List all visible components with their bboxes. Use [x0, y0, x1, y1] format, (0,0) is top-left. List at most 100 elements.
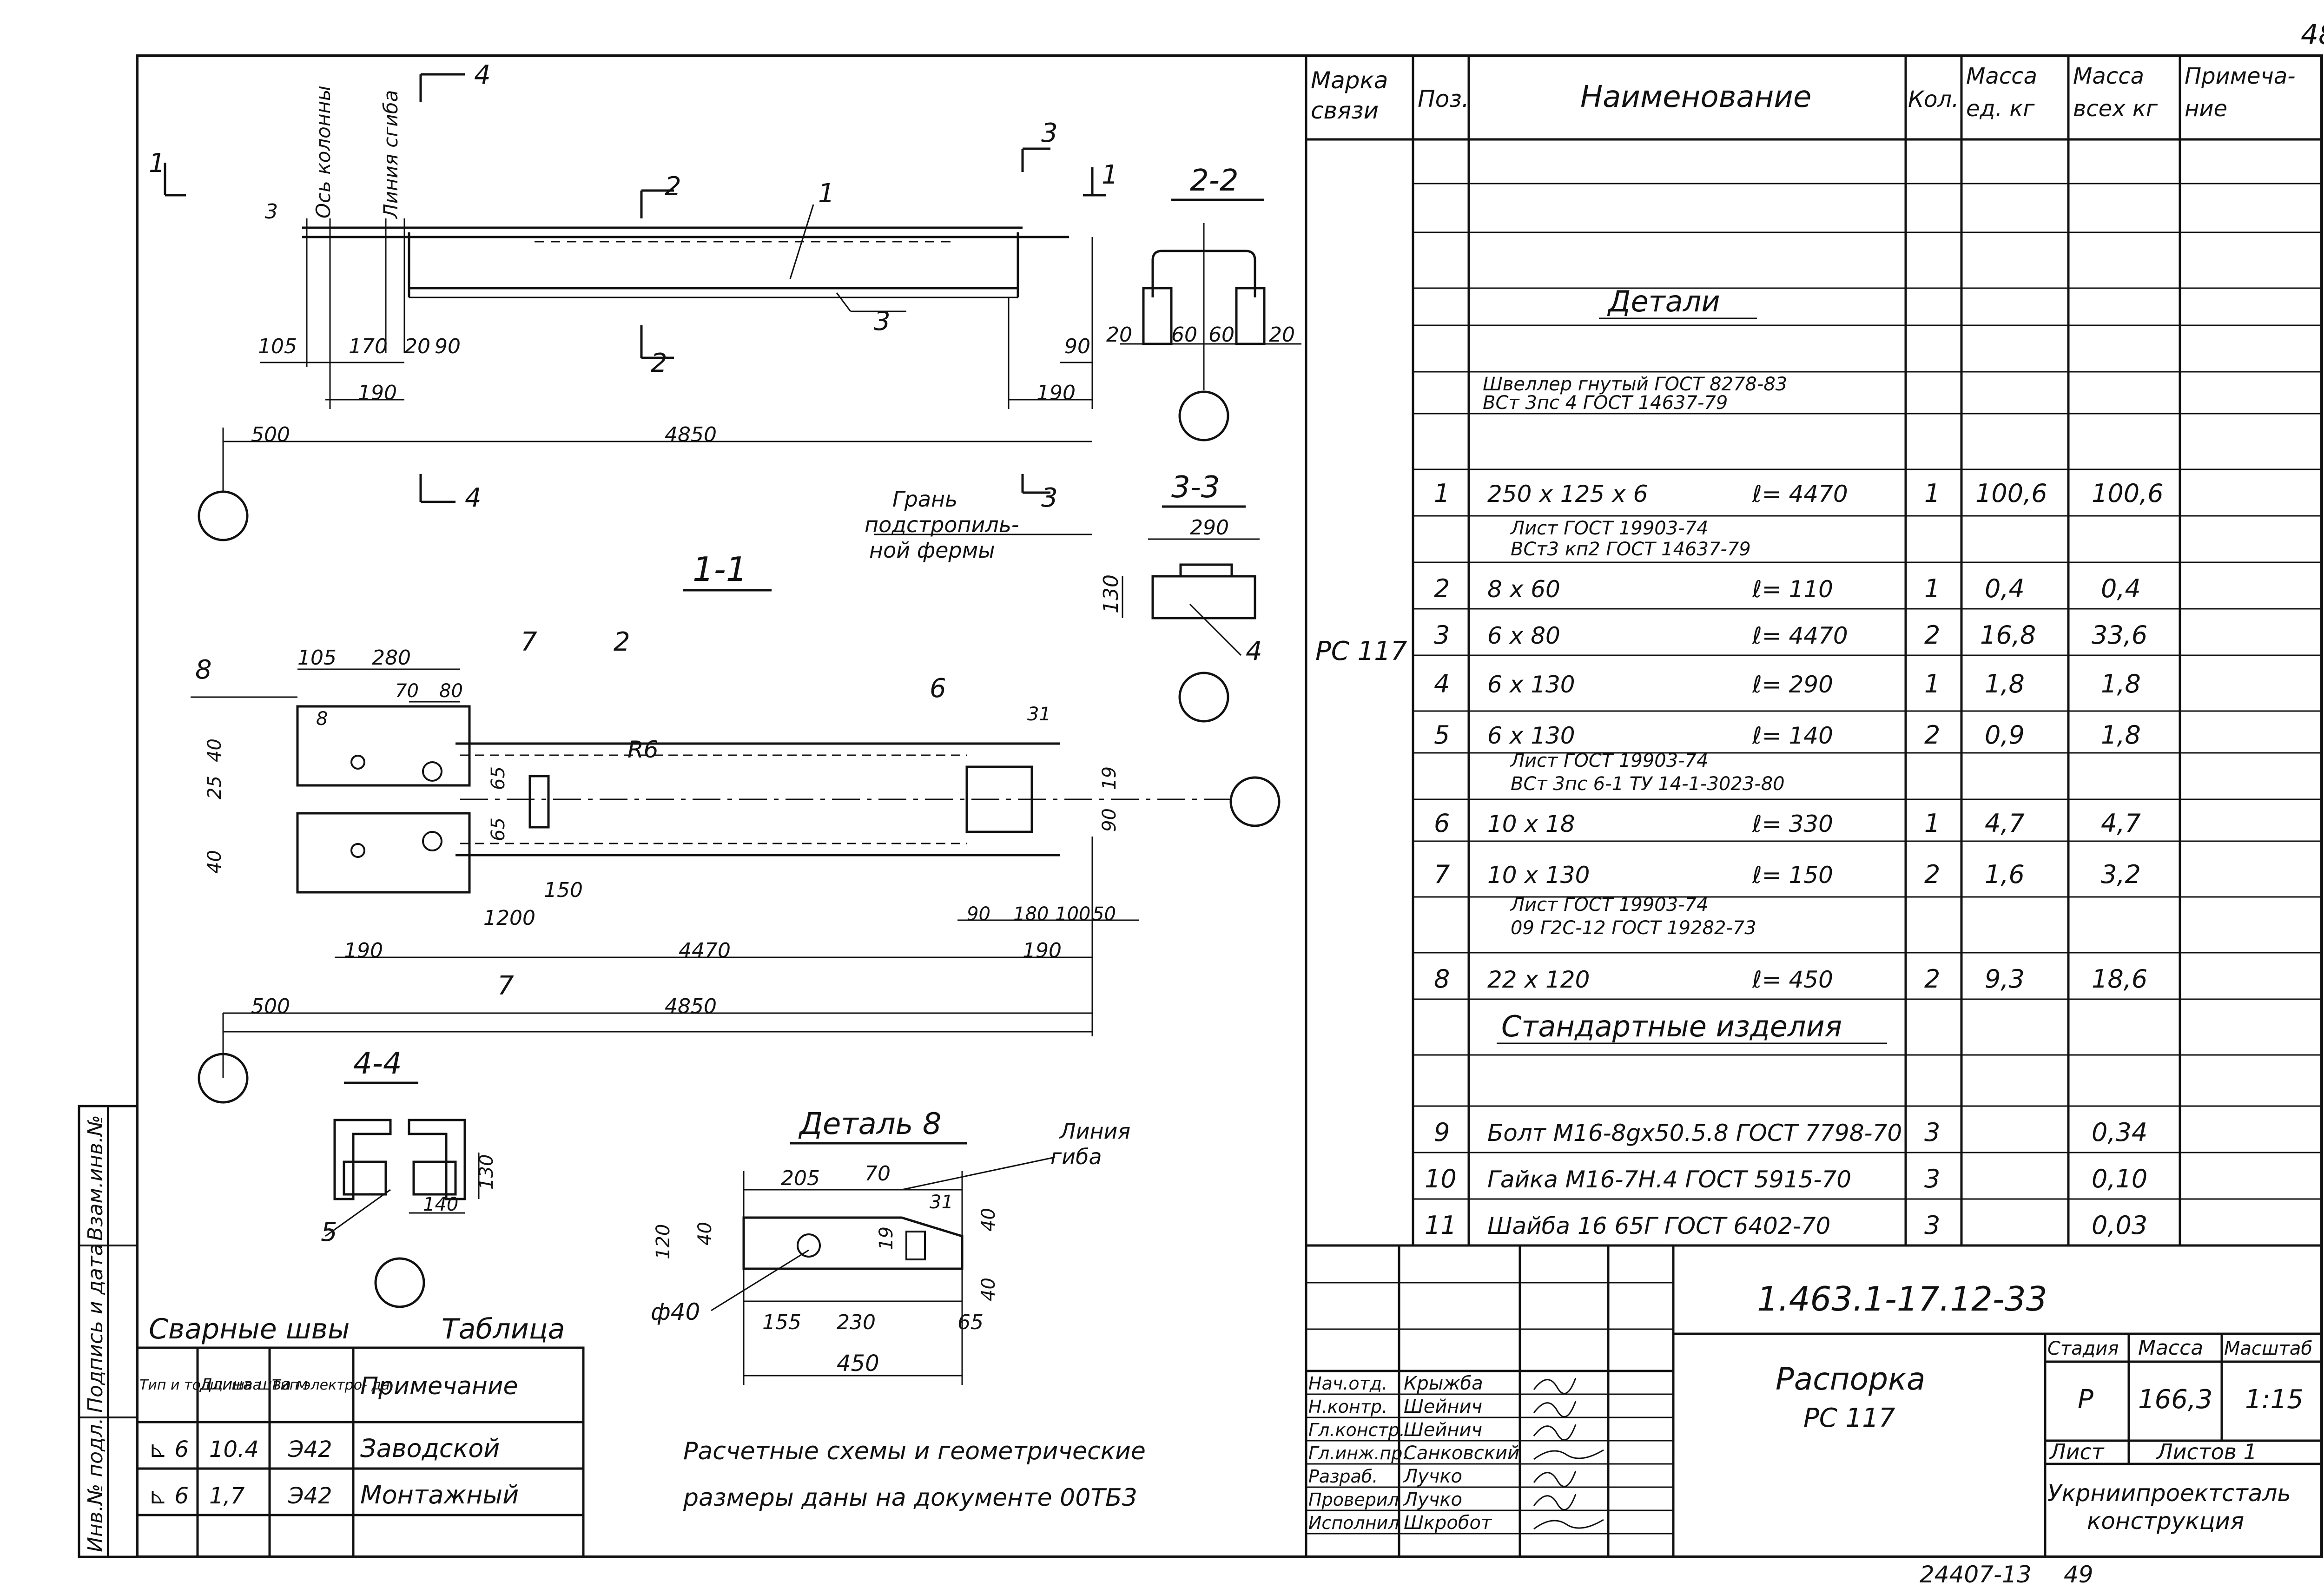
axis-marker — [198, 490, 249, 541]
bend-line-label: Линия сгиба — [379, 90, 402, 219]
s22-dim: 20 — [1269, 323, 1295, 347]
axis-marker — [1229, 776, 1281, 827]
d8-dim: 40 — [978, 1208, 999, 1232]
bom-name: Шайба 16 65Г ГОСТ 6402-70 — [1487, 1212, 1830, 1239]
tb-name: Лучко — [1403, 1466, 1462, 1487]
bom-m2: 1,8 — [2101, 669, 2141, 698]
bom-pos: 5 — [1434, 720, 1450, 750]
leader-5: 5 — [321, 1217, 337, 1247]
elev-dim: 190 — [358, 381, 397, 405]
bom-name: 6 x 130 — [1487, 722, 1575, 749]
weld-cell: Заводской — [360, 1434, 500, 1463]
elev-dim: 20 — [404, 335, 430, 358]
bom-m2: 18,6 — [2092, 964, 2147, 994]
bom-qty: 2 — [1924, 720, 1940, 750]
elev-dim: 170 — [349, 335, 388, 358]
bom-m1: 0,9 — [1985, 720, 2025, 750]
org-line2: конструкция — [2087, 1508, 2244, 1535]
weld-table: Сварные швы Таблица Тип и толщ. шва Длин… — [136, 1313, 585, 1558]
bom-len: ℓ= 450 — [1752, 966, 1833, 993]
plan-dim: 70 — [395, 680, 419, 702]
bom-pos: 4 — [1434, 669, 1450, 698]
cut-label-2b: 2 — [651, 348, 667, 378]
weld-title: Сварные швы — [149, 1313, 350, 1345]
bom-m2: 0,10 — [2092, 1164, 2147, 1193]
phi40-label: ф40 — [651, 1298, 700, 1325]
leader-1: 1 — [818, 178, 835, 209]
plan-dim: 180 — [1013, 903, 1049, 925]
d8-dim: 70 — [865, 1162, 891, 1186]
bom-row: 8 22 x 120 ℓ= 450 2 9,3 18,6 — [1434, 964, 2147, 994]
stamp-replace-label: Взам.инв.№ — [84, 1115, 107, 1241]
s33-dim: 290 — [1190, 516, 1229, 540]
weld-header: Длина шва м — [199, 1375, 308, 1394]
cut-label-1a: 1 — [149, 148, 165, 178]
bom-row: 10 Гайка М16-7Н.4 ГОСТ 5915-70 3 0,10 — [1425, 1164, 2147, 1193]
tb-name: Крыжба — [1404, 1373, 1483, 1394]
mass-value: 166,3 — [2138, 1384, 2212, 1415]
bom-qty: 2 — [1924, 620, 1940, 650]
weld-cell: Э42 — [288, 1436, 332, 1463]
plan-dim: 190 — [1023, 939, 1062, 962]
d8-dim: 40 — [694, 1222, 716, 1245]
s44-dim: 130 — [476, 1154, 497, 1190]
tb-role: Н.контр. — [1308, 1397, 1387, 1417]
bom-gost: 09 Г2С-12 ГОСТ 19282-73 — [1511, 917, 1756, 939]
bom-m2: 4,7 — [2101, 809, 2141, 838]
plan-dim: 4850 — [665, 995, 717, 1018]
leader-2: 2 — [614, 627, 630, 657]
tb-name: Шейнич — [1404, 1419, 1482, 1441]
elev-dim: 90 — [1064, 335, 1090, 358]
plan-dim: 150 — [544, 878, 583, 902]
bom-len: ℓ= 4470 — [1752, 481, 1848, 507]
plan-dim: 80 — [439, 680, 463, 702]
section-3-3: 3-3 290 130 4 — [1099, 470, 1262, 723]
s22-dim: 20 — [1106, 323, 1132, 347]
section-4-4: 4-4 130 140 5 — [321, 1047, 497, 1308]
scale-value: 1:15 — [2245, 1384, 2304, 1415]
plan-dim: 105 — [297, 646, 337, 670]
tb-role: Исполнил — [1308, 1513, 1400, 1533]
bom-name: Болт М16-8gx50.5.8 ГОСТ 7798-70 — [1487, 1120, 1902, 1147]
weld-header: Примечание — [360, 1372, 518, 1400]
plan-dim: 25 — [204, 776, 225, 799]
bom-len: ℓ= 290 — [1752, 671, 1833, 698]
bom-header-name: Наименование — [1580, 80, 1811, 114]
bom-m2: 33,6 — [2092, 620, 2147, 650]
bom-m1: 0,4 — [1985, 574, 2025, 603]
bom-m1: 100,6 — [1975, 479, 2047, 508]
bom-gost: Лист ГОСТ 19903-74 — [1510, 750, 1709, 771]
bom-qty: 1 — [1924, 479, 1940, 508]
bom-qty: 3 — [1924, 1118, 1940, 1147]
axis-marker — [198, 1053, 249, 1104]
drawing-subtitle: РС 117 — [1803, 1403, 1895, 1433]
bom-header-qty: Кол. — [1908, 86, 1959, 112]
d8-dim: 40 — [978, 1278, 999, 1301]
bom-pos: 10 — [1425, 1164, 1457, 1193]
section-2-2-label: 2-2 — [1190, 164, 1239, 198]
plan-dim: 50 — [1092, 903, 1116, 925]
bom-section-details: Детали — [1607, 284, 1720, 318]
cut-label-4b: 4 — [465, 483, 482, 513]
plan-dim: 4470 — [679, 939, 731, 962]
bom-name: 6 x 80 — [1487, 622, 1560, 649]
bom-row: 9 Болт М16-8gx50.5.8 ГОСТ 7798-70 3 0,34 — [1434, 1118, 2147, 1147]
plan-dim: 19 — [1099, 766, 1120, 790]
page-number: 48 — [2301, 19, 2324, 51]
bom-pos: 6 — [1434, 809, 1450, 838]
stage-value: Р — [2078, 1384, 2093, 1415]
mass-label: Масса — [2138, 1336, 2203, 1360]
bom-name: 6 x 130 — [1487, 671, 1575, 698]
bom-name: Гайка М16-7Н.4 ГОСТ 5915-70 — [1487, 1166, 1851, 1193]
plan-dim: 100 — [1055, 903, 1090, 925]
d8-dim: 19 — [876, 1226, 897, 1250]
bom-m2: 0,4 — [2101, 574, 2141, 603]
bom-qty: 1 — [1924, 574, 1940, 603]
weld-cell: ⊾ 6 — [149, 1436, 189, 1463]
leader-3: 3 — [874, 306, 891, 336]
title-block: Нач.отд. Н.контр. Гл.констр. Гл.инж.пр. … — [1306, 1245, 2322, 1557]
bom-m1: 1,8 — [1985, 669, 2025, 698]
bom-row: 11 Шайба 16 65Г ГОСТ 6402-70 3 0,03 — [1425, 1211, 2147, 1240]
bom-gost: ВСт 3пс 6-1 ТУ 14-1-3023-80 — [1511, 773, 1785, 795]
bom-m2: 1,8 — [2101, 720, 2141, 750]
